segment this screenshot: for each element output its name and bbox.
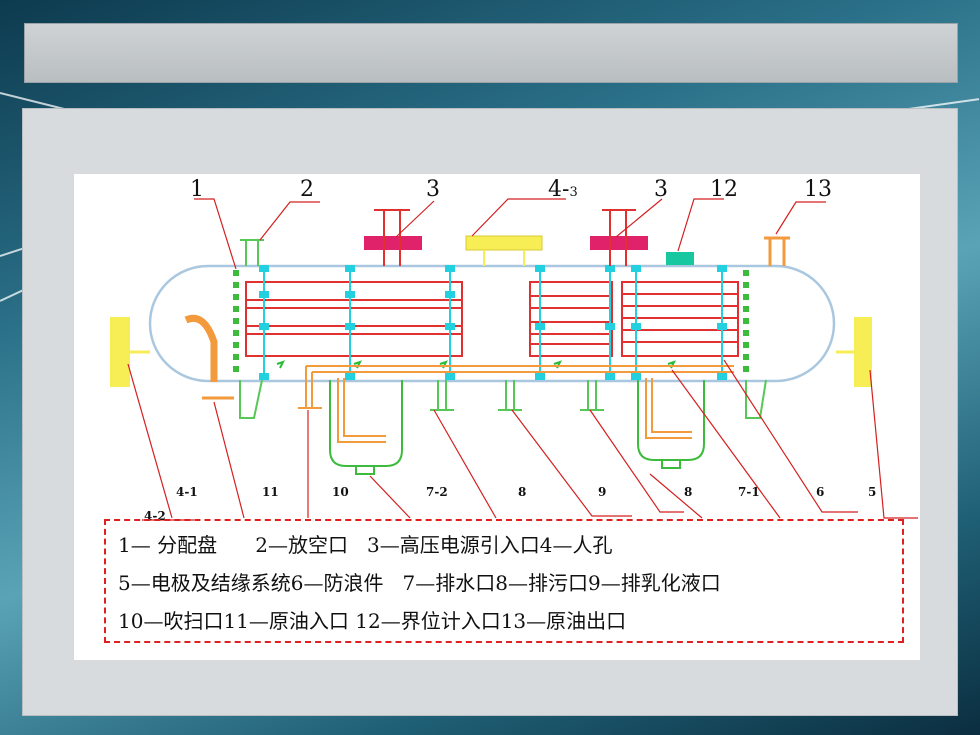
label-4-1: 4-1	[176, 485, 198, 499]
label-8-right: 8	[684, 485, 693, 499]
label-7-1: 7-1	[738, 485, 760, 499]
label-6: 6	[816, 485, 825, 499]
left-sump	[329, 378, 403, 475]
power-inlet-left	[364, 209, 422, 266]
level-gauge-inlet	[666, 252, 694, 265]
callout-12: 12	[710, 177, 738, 202]
label-5: 5	[868, 485, 877, 499]
electrode-group-2	[529, 281, 613, 357]
callout-4-main: 4-	[548, 177, 570, 202]
callout-2: 2	[300, 177, 314, 202]
callout-3-right: 3	[654, 177, 668, 202]
vessel-shell	[148, 264, 836, 383]
label-7-2: 7-2	[426, 485, 448, 499]
slide-title-bar	[24, 23, 958, 83]
callout-13: 13	[804, 177, 832, 202]
sewage-header-pipe	[298, 365, 734, 409]
electrode-supports	[259, 265, 727, 380]
label-10: 10	[332, 485, 349, 499]
left-manhole-flange	[110, 317, 130, 387]
manhole-top	[465, 235, 543, 266]
power-inlet-right	[590, 209, 648, 266]
label-11: 11	[262, 485, 279, 499]
electrode-group-3	[621, 281, 739, 357]
right-saddle	[745, 379, 767, 419]
label-8-left: 8	[518, 485, 527, 499]
legend-line-2: 5—电极及结缘系统6—防浪件 7—排水口8—排污口9—排乳化液口	[118, 571, 721, 595]
legend-line-3: 10—吹扫口11—原油入口 12—界位计入口13—原油出口	[118, 609, 627, 633]
callout-1: 1	[190, 177, 204, 202]
legend-line-1: 1— 分配盘 2—放空口 3—高压电源引入口4—人孔	[118, 533, 613, 557]
vent-nozzle	[240, 239, 264, 266]
crude-oil-inlet	[184, 314, 218, 382]
callout-4-3: 4-3	[548, 179, 578, 201]
right-sump	[637, 378, 705, 469]
drain-nozzles	[430, 380, 604, 411]
legend-box: 1— 分配盘 2—放空口 3—高压电源引入口4—人孔 5—电极及结缘系统6—防浪…	[104, 519, 904, 643]
electrode-group-1	[245, 281, 463, 357]
leader-lines	[127, 198, 918, 521]
callout-4-sub: 3	[569, 185, 578, 200]
separator-diagram: 1 2 3 4-3 3 12 13 4-1 4-2 11 10 7-2 8 9 …	[74, 174, 920, 660]
crude-oil-outlet	[764, 236, 790, 266]
callout-3-left: 3	[426, 177, 440, 202]
diagram-drawing	[110, 198, 918, 521]
right-manhole-flange	[854, 317, 872, 387]
left-saddle	[239, 379, 263, 419]
label-9: 9	[598, 485, 607, 499]
